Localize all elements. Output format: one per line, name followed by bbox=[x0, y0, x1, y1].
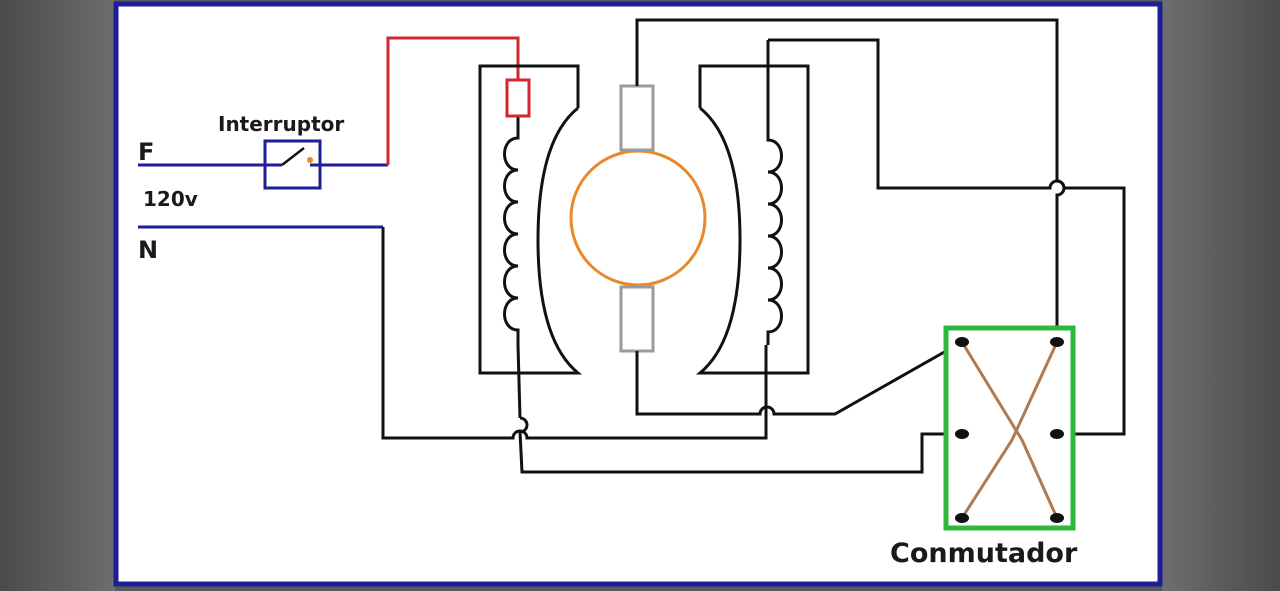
right-field-winding bbox=[695, 40, 810, 375]
wires bbox=[381, 18, 1126, 474]
switch-label: Interruptor bbox=[218, 112, 344, 136]
right-pole-shoe bbox=[695, 106, 742, 375]
commutator bbox=[943, 325, 1076, 531]
brush-top bbox=[619, 84, 655, 152]
right-coil bbox=[766, 40, 783, 345]
switch-contact bbox=[307, 157, 313, 163]
rotor bbox=[569, 149, 707, 287]
commutator-link-b bbox=[960, 341, 1059, 519]
commutator-links bbox=[960, 341, 1059, 519]
voltage-label: 120v bbox=[143, 187, 198, 211]
right-margin bbox=[1162, 0, 1280, 591]
wire-left-coil bbox=[518, 416, 962, 474]
brush-bottom bbox=[619, 285, 655, 353]
resistor bbox=[505, 78, 531, 118]
left-field-frame bbox=[478, 64, 580, 375]
terminal-top-right bbox=[1050, 337, 1064, 347]
wire-right-coil-loop bbox=[768, 38, 1126, 436]
commutator-label: Conmutador bbox=[890, 538, 1078, 569]
left-coil-lead bbox=[516, 344, 522, 419]
left-pole-shoe bbox=[536, 106, 583, 375]
neutral-label: N bbox=[138, 236, 158, 264]
terminal-bottom-left bbox=[955, 513, 969, 523]
left-coil bbox=[503, 116, 520, 345]
hot-wire bbox=[386, 36, 520, 165]
phase-label: F bbox=[138, 138, 154, 166]
switch bbox=[263, 139, 322, 190]
terminal-mid-left bbox=[955, 429, 969, 439]
left-field-winding bbox=[478, 64, 583, 419]
supply-lines bbox=[138, 163, 388, 229]
right-field-frame bbox=[698, 64, 810, 375]
commutator-box bbox=[943, 325, 1076, 531]
terminal-bottom-right bbox=[1050, 513, 1064, 523]
terminal-top-left bbox=[955, 337, 969, 347]
terminal-mid-right bbox=[1050, 429, 1064, 439]
left-margin bbox=[0, 0, 115, 591]
commutator-link-a bbox=[960, 341, 1059, 519]
switch-blade bbox=[281, 147, 305, 166]
commutator-terminals bbox=[955, 337, 1064, 523]
